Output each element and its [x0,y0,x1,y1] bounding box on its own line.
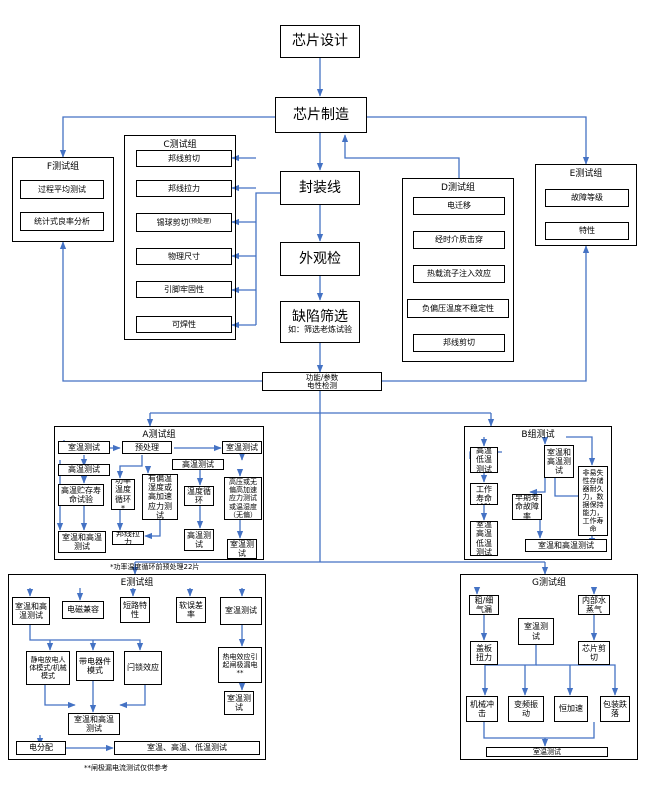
g-constant-acceleration: 恒加速 [554,696,588,722]
group-e [8,574,266,760]
a-preconditioning: 预处理 [122,441,172,454]
g-drop: 包装跌落 [600,696,630,722]
e-electrical-distribution: 电分配 [16,741,66,755]
defect-screening-subtitle: 如：筛选老炼试验 [288,325,352,335]
b-elfr: 早期寿命故障率 [512,494,542,520]
a-thb-hast: 有偏温湿度或高加速应力测试 [142,474,178,520]
group-e-top [535,164,637,246]
f-item-process-average: 过程平均测试 [20,180,104,199]
c-item-solderability: 可焊性 [136,316,232,333]
g-mechanical-shock: 机械冲击 [466,696,498,722]
d-item-hci: 热载流子注入效应 [413,265,505,283]
d-item-nbti: 负偏压温度不稳定性 [407,299,509,318]
a-high-temp-1: 高温测试 [58,464,110,476]
f-item-yield-analysis: 统计式良率分析 [20,212,104,231]
a-room-temp-3: 室温测试 [227,539,257,559]
e-latch-up: 闩锁效应 [124,651,162,685]
e-room-temp-2: 室温测试 [224,691,254,715]
b-room-high-low: 室温高温低温测试 [470,521,498,556]
d-item-tddb: 经时介质击穿 [413,231,505,249]
c-item-ball-shear: 锡球剪切 (预处理) [136,213,232,232]
e-room-temp-1: 室温测试 [220,597,262,625]
a-room-high-temp: 室温和高温测试 [58,531,106,553]
group-e-top-title: E测试组 [569,169,603,179]
a-bond-pull: 邦线拉力 [112,531,144,545]
b-room-high-temp-2: 室温和高温测试 [525,539,607,552]
a-footnote: *功率温度循环前预处理22片 [110,563,200,571]
a-temp-cycle: 温度循环 [184,486,214,506]
d-item-bond-shear: 邦线剪切 [413,334,505,352]
g-lid-torque: 盖板扭力 [470,641,498,665]
g-die-shear: 芯片剪切 [578,641,610,665]
g-gross-fine-leak: 粗/细气漏 [469,595,499,615]
e-room-high-temp: 室温和高温测试 [12,597,50,625]
a-htsl: 高温贮存寿命试验 [58,484,104,506]
e-item-fault-grade: 故障等级 [545,189,629,207]
a-high-temp-2: 高温测试 [172,459,224,470]
b-nvm-endurance: 非易失性存储器耐久力，数据保持能力，工作寿命 [578,466,608,536]
e-item-characterization: 特性 [545,222,629,240]
group-a [54,426,264,560]
chip-design-box: 芯片设计 [280,25,360,58]
e-room-high-low-temp: 室温、高温、低温测试 [114,741,260,755]
g-room-temp-1: 室温测试 [518,618,554,645]
defect-screening-title: 缺陷筛选 [292,309,348,326]
chip-fab-box: 芯片制造 [275,97,367,133]
e-soft-error: 软误差率 [176,597,206,623]
functional-test-box: 功能/参数 电性检测 [262,372,382,391]
e-emc: 电磁兼容 [62,601,104,619]
a-room-temp-1: 室温测试 [58,441,110,454]
a-high-temp-3: 高温测试 [184,529,214,551]
visual-inspection-box: 外观检 [280,242,360,276]
e-esd-cdm: 带电器件模式 [76,651,114,681]
d-item-electromigration: 电迁移 [413,197,505,215]
b-htol: 高温工作寿命试验 [470,483,498,505]
group-e-title: E测试组 [120,578,154,588]
g-variable-vibration: 变频振动 [508,696,544,722]
a-power-temp-cycle: 功率温度循环* [111,479,135,510]
e-room-high-temp-2: 室温和高温测试 [68,713,120,735]
group-g-title: G测试组 [532,578,566,588]
e-esd-hbm-mm: 静电放电人体模式/机械模式 [26,651,70,685]
c-item-ball-shear-label: 锡球剪切 [156,217,189,227]
group-f [12,157,114,242]
c-item-bond-shear: 邦线剪切 [136,150,232,167]
g-internal-water-vapor: 内部水蒸气 [578,595,610,615]
group-a-title: A测试组 [142,430,176,440]
a-autoclave-uhast: 高压或无偏高加速应力测试或温湿度（无偏） [224,477,262,520]
c-item-ball-shear-note: (预处理) [188,218,212,226]
g-room-temp-2: 室温测试 [486,747,608,757]
group-f-title: F测试组 [46,162,80,172]
c-item-lead-integrity: 引脚牢固性 [136,281,232,298]
c-item-physical-dim: 物理尺寸 [136,248,232,265]
group-d-title: D测试组 [441,183,475,193]
e-footnote: **闸极漏电流测试仅供参考 [84,764,168,772]
packaging-line-box: 封装线 [280,171,360,205]
group-g [460,574,638,760]
e-short-circuit: 短路特性 [120,597,150,623]
group-c [124,135,236,340]
b-room-high-temp-1: 室温和高温测试 [544,445,574,478]
c-item-bond-pull: 邦线拉力 [136,180,232,197]
e-hot-electron-leakage: 热电效应引起闸极漏电** [218,647,262,683]
group-b [464,426,612,560]
group-b-title: B组测试 [521,430,555,440]
a-room-temp-2: 室温测试 [222,441,262,454]
group-c-title: C测试组 [163,140,197,150]
group-d [402,178,514,362]
b-high-low-temp: 高温低温测试 [470,447,498,473]
defect-screening-box: 缺陷筛选 如：筛选老炼试验 [280,301,360,343]
